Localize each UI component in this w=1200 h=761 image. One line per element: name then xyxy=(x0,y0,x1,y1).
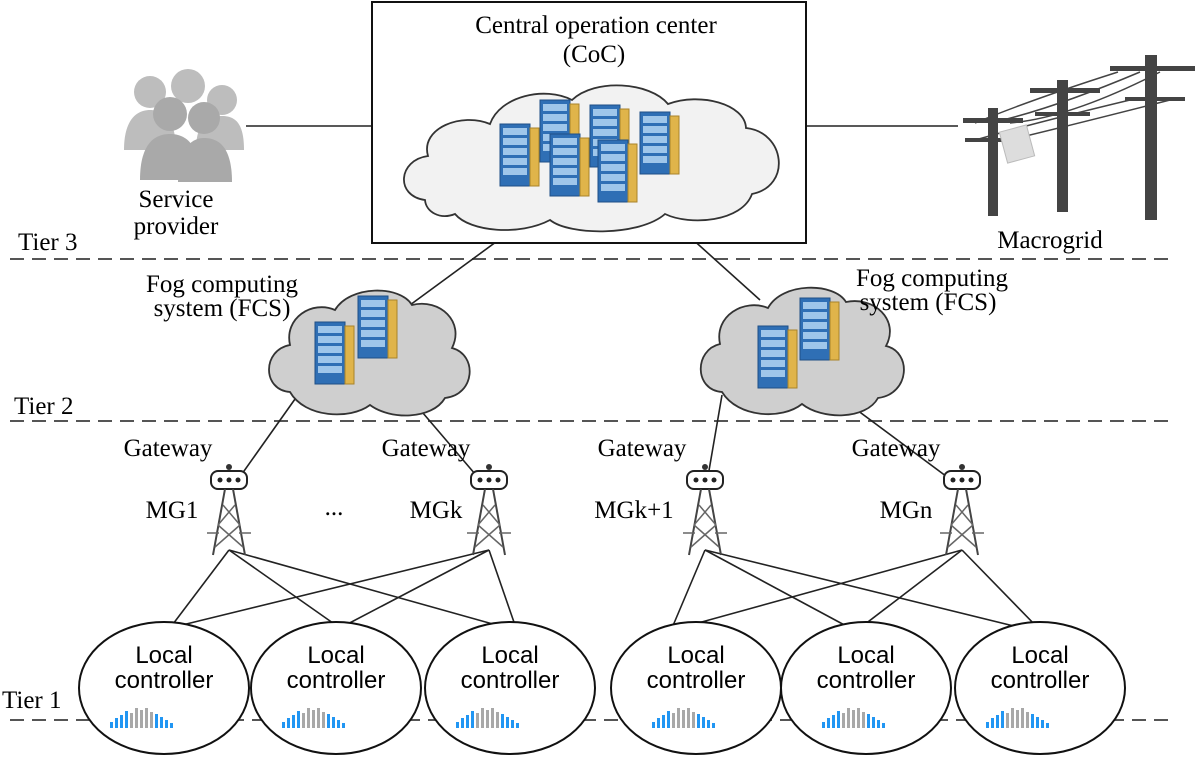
power-pylon-icon xyxy=(963,55,1195,220)
tier1-label: Tier 1 xyxy=(2,687,62,714)
local-controller-line1: Local xyxy=(135,642,192,669)
coc-abbrev: (CoC) xyxy=(563,41,626,68)
service-provider-label-line2: provider xyxy=(134,213,219,240)
local-controller-line2: controller xyxy=(991,667,1090,694)
local-controller-2: Local controller xyxy=(250,621,422,755)
local-controller-line1: Local xyxy=(1011,642,1068,669)
fcs-left-label-line1: Fog computing xyxy=(146,271,299,298)
gateway-3: Gateway MGk+1 xyxy=(594,435,728,556)
local-controller-line1: Local xyxy=(307,642,364,669)
gateway-tower-icon xyxy=(206,463,252,556)
local-controller-1: Local controller xyxy=(78,621,250,755)
local-controller-line2: controller xyxy=(461,667,560,694)
microgrid-label: MG1 xyxy=(146,497,199,524)
gateway-4: Gateway MGn xyxy=(852,435,985,556)
local-controller-line1: Local xyxy=(667,642,724,669)
fcs-right: Fog computing system (FCS) xyxy=(699,265,1009,417)
tier2-label: Tier 2 xyxy=(14,393,74,420)
fcs-right-label-line2: system (FCS) xyxy=(860,289,997,316)
gateway-tower-icon xyxy=(939,463,985,556)
fcs-left-label-line2: system (FCS) xyxy=(154,295,291,322)
macrogrid: Macrogrid xyxy=(963,55,1195,254)
service-provider-label-line1: Service xyxy=(139,186,214,213)
local-controller-4: Local controller xyxy=(610,621,782,755)
microgrid-label: MGk+1 xyxy=(594,497,673,524)
gateway-tower-icon xyxy=(466,463,512,556)
local-controller-line1: Local xyxy=(481,642,538,669)
macrogrid-label: Macrogrid xyxy=(997,227,1103,254)
gateway-label: Gateway xyxy=(382,435,471,462)
ellipsis: ... xyxy=(325,494,344,521)
microgrid-label: MGk xyxy=(410,497,463,524)
central-operation-center: Central operation center (CoC) xyxy=(371,1,807,244)
local-controller-line2: controller xyxy=(287,667,386,694)
gateway-label: Gateway xyxy=(852,435,941,462)
microgrid-label: MGn xyxy=(880,497,933,524)
gateway-2: Gateway MGk xyxy=(382,435,512,556)
local-controller-line2: controller xyxy=(115,667,214,694)
tier3-label: Tier 3 xyxy=(18,229,78,256)
local-controller-line1: Local xyxy=(837,642,894,669)
local-controller-ellipse xyxy=(780,621,952,755)
fcs-right-label-line1: Fog computing xyxy=(856,265,1009,292)
local-controller-line2: controller xyxy=(647,667,746,694)
local-controller-line2: controller xyxy=(817,667,916,694)
local-controller-3: Local controller xyxy=(424,621,596,755)
gateway-label: Gateway xyxy=(124,435,213,462)
gateway-tower-icon xyxy=(682,463,728,556)
service-provider: Service provider xyxy=(124,69,244,240)
people-group-icon xyxy=(124,69,244,182)
local-controller-5: Local controller xyxy=(780,621,952,755)
local-controller-6: Local controller xyxy=(954,621,1126,755)
fcs-left: Fog computing system (FCS) xyxy=(146,271,471,417)
gateway-label: Gateway xyxy=(598,435,687,462)
gateway-1: Gateway MG1 xyxy=(124,435,252,556)
coc-title: Central operation center xyxy=(475,12,717,39)
